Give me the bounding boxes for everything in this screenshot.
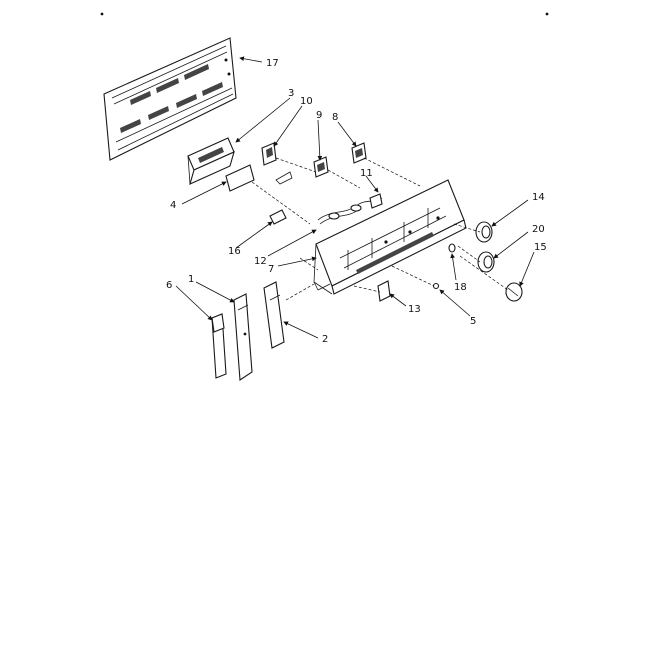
callout-3: 3 <box>288 88 294 99</box>
part-7-control-panel <box>313 179 467 295</box>
leader-lines <box>175 56 535 339</box>
callout-16: 16 <box>228 246 241 257</box>
callout-18: 18 <box>454 282 467 293</box>
part-5-screw <box>432 282 440 290</box>
registration-dot-right <box>545 12 549 16</box>
callout-4: 4 <box>170 200 176 211</box>
clip <box>275 171 293 185</box>
callout-1: 1 <box>188 274 194 285</box>
callout-2: 2 <box>322 334 328 345</box>
callout-5: 5 <box>470 316 476 327</box>
part-17-back-panel <box>103 37 237 161</box>
callout-12: 12 <box>254 256 267 267</box>
part-16-clip <box>269 209 287 225</box>
wire-harness <box>317 193 383 225</box>
callout-15: 15 <box>534 242 547 253</box>
registration-dot-left <box>100 12 104 16</box>
callout-7: 7 <box>268 264 274 275</box>
part-20-knob <box>477 251 495 273</box>
part-14-knob <box>475 221 493 243</box>
callout-14: 14 <box>532 192 545 203</box>
part-10-bracket <box>261 142 277 166</box>
part-15-knob <box>505 282 523 302</box>
callout-labels: 17 3 10 9 8 11 4 14 16 12 20 7 15 18 1 6… <box>166 58 547 345</box>
part-2-end-cap <box>263 281 285 349</box>
callout-13: 13 <box>408 304 421 315</box>
part-6-end-cap <box>211 313 227 379</box>
part-13-clip <box>377 280 391 302</box>
part-1-end-cap <box>233 293 253 381</box>
assembly-guides <box>251 157 509 301</box>
part-3-display-module <box>187 137 235 185</box>
callout-20: 20 <box>532 224 545 235</box>
part-8-switch <box>351 142 367 164</box>
callout-17: 17 <box>266 58 279 69</box>
part-18-spring <box>448 243 456 253</box>
callout-11: 11 <box>360 168 373 179</box>
callout-8: 8 <box>332 112 338 123</box>
callout-6: 6 <box>166 280 172 291</box>
callout-10: 10 <box>300 96 313 107</box>
part-4-overlay <box>225 164 255 192</box>
part-9-switch <box>313 156 329 178</box>
callout-9: 9 <box>316 110 322 121</box>
